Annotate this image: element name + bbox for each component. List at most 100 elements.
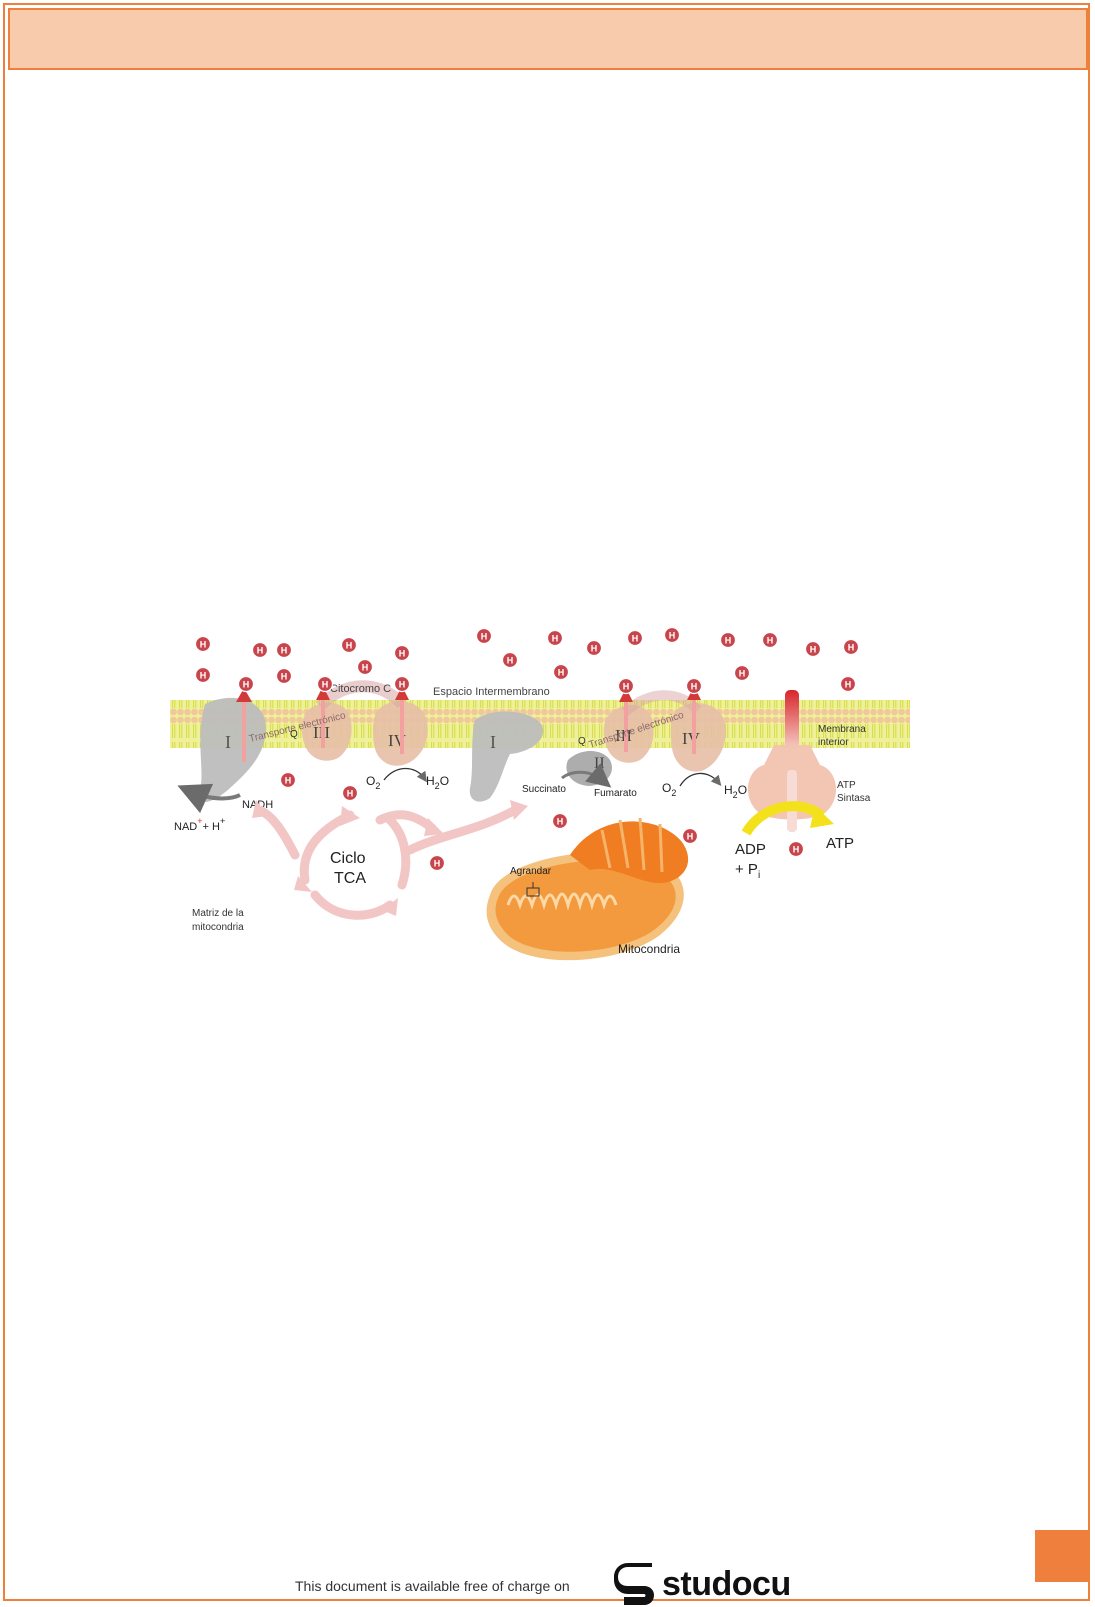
atp-synthase-label: ATP Sintasa	[837, 780, 871, 804]
tca-cycle	[255, 805, 520, 920]
enlarge-label: Agrandar	[510, 866, 552, 877]
proton-h-icon: H	[275, 667, 293, 685]
mitochondrion-label: Mitocondria	[618, 942, 680, 956]
inner-membrane-label: Membrana interior	[818, 724, 869, 748]
footer: This document is available free of charg…	[0, 1558, 1095, 1606]
svg-text:H: H	[200, 671, 207, 681]
proton-pump-arrows	[236, 686, 701, 762]
svg-text:H: H	[552, 634, 559, 644]
h2o-label: H2O	[426, 774, 449, 791]
svg-text:H: H	[507, 656, 514, 666]
proton-h-icon: H	[804, 640, 822, 658]
proton-h-icon: H	[552, 663, 570, 681]
svg-text:H: H	[243, 680, 250, 690]
svg-text:H: H	[810, 645, 817, 655]
header-band	[8, 8, 1088, 70]
complex-label: I	[225, 732, 231, 752]
footer-text: This document is available free of charg…	[295, 1578, 570, 1594]
studocu-brand[interactable]: studocu	[612, 1562, 791, 1606]
tca-arrowheads	[252, 800, 528, 916]
svg-text:H: H	[362, 663, 369, 673]
svg-text:H: H	[845, 680, 852, 690]
studocu-wordmark: studocu	[662, 1564, 791, 1603]
proton-h-icon: H	[685, 677, 703, 695]
proton-h-icon: H	[551, 812, 569, 830]
nad-label: NAD++ H+	[174, 816, 225, 833]
svg-text:H: H	[691, 682, 698, 692]
proton-h-icon: H	[340, 636, 358, 654]
proton-h-icon: H	[663, 626, 681, 644]
adp-label: ADP + Pi	[735, 841, 770, 881]
svg-text:H: H	[687, 832, 694, 842]
proton-h-icon: H	[842, 638, 860, 656]
proton-h-icon: H	[681, 827, 699, 845]
svg-text:H: H	[558, 668, 565, 678]
cytochrome-c-label: Citocromo C	[330, 683, 391, 695]
svg-text:H: H	[200, 640, 207, 650]
svg-text:H: H	[347, 789, 354, 799]
proton-h-icon: H	[626, 629, 644, 647]
ubiquinone-label: Q	[578, 736, 586, 747]
svg-text:H: H	[281, 646, 288, 656]
svg-text:H: H	[399, 649, 406, 659]
ubiquinone-label: Q	[290, 729, 298, 740]
proton-h-icon: H	[341, 784, 359, 802]
complex-I-right: I	[469, 711, 544, 802]
page-frame	[3, 3, 1090, 1601]
svg-text:H: H	[793, 845, 800, 855]
page-number-box	[1035, 1530, 1088, 1582]
proton-h-icon: H	[839, 675, 857, 693]
proton-h-icon: H	[275, 641, 293, 659]
succinate-label: Succinato	[522, 784, 566, 795]
complex-I-left: I	[199, 697, 266, 803]
atp-synthase	[747, 690, 837, 832]
svg-text:H: H	[669, 631, 676, 641]
proton-h-icon: H	[194, 635, 212, 653]
svg-text:H: H	[739, 669, 746, 679]
proton-h-icon: H	[251, 641, 269, 659]
svg-text:H: H	[399, 680, 406, 690]
svg-text:H: H	[285, 776, 292, 786]
proton-h-icon: H	[617, 677, 635, 695]
proton-h-icon: H	[194, 666, 212, 684]
proton-h-icon: H	[719, 631, 737, 649]
proton-h-icon: H	[761, 631, 779, 649]
proton-h-icon: H	[316, 675, 334, 693]
proton-h-icon: H	[428, 854, 446, 872]
svg-text:H: H	[767, 636, 774, 646]
mitochondrion-illustration	[486, 817, 689, 961]
matrix-label: Matriz de la mitocondria	[192, 908, 246, 933]
electron-transport-chain-diagram: I III IV I II III IV	[170, 626, 910, 961]
o2-label: O2	[366, 774, 380, 791]
proton-h-icon: H	[585, 639, 603, 657]
atp-label: ATP	[826, 835, 854, 852]
proton-h-icon: H	[546, 629, 564, 647]
proton-group: H H H H H H H H H H H H H H H H H H H H H H H H H H H H H H H H	[194, 626, 860, 872]
studocu-logo-icon	[614, 1563, 654, 1605]
proton-h-icon: H	[279, 771, 297, 789]
svg-text:H: H	[591, 644, 598, 654]
svg-text:H: H	[481, 632, 488, 642]
svg-text:H: H	[434, 859, 441, 869]
o2-label: O2	[662, 781, 676, 798]
fumarate-label: Fumarato	[594, 788, 637, 799]
tca-cycle-label: Ciclo TCA	[330, 850, 370, 887]
intermembrane-space-label: Espacio Intermembrano	[433, 686, 550, 698]
svg-text:H: H	[557, 817, 564, 827]
svg-text:H: H	[848, 643, 855, 653]
proton-h-icon: H	[356, 658, 374, 676]
svg-text:H: H	[632, 634, 639, 644]
svg-text:H: H	[725, 636, 732, 646]
proton-h-icon: H	[393, 675, 411, 693]
complex-label: I	[490, 732, 496, 752]
cytochrome-c-right	[621, 690, 702, 716]
proton-h-icon: H	[787, 840, 805, 858]
proton-h-icon: H	[501, 651, 519, 669]
proton-h-icon: H	[733, 664, 751, 682]
svg-text:H: H	[623, 682, 630, 692]
svg-text:H: H	[281, 672, 288, 682]
h2o-label: H2O	[724, 783, 747, 800]
svg-text:H: H	[346, 641, 353, 651]
complex-label: IV	[682, 729, 701, 748]
proton-h-icon: H	[475, 627, 493, 645]
